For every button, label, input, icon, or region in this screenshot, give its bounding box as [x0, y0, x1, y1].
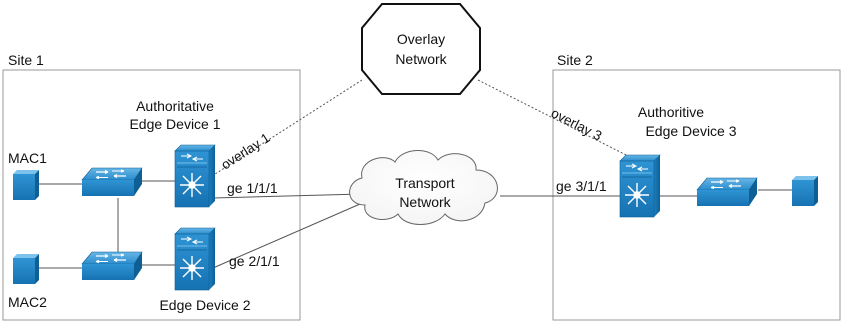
host-icon	[13, 170, 39, 200]
switch-icon	[696, 177, 758, 207]
mac1-label: MAC1	[8, 150, 47, 166]
router-icon	[619, 154, 661, 218]
link-ge111	[212, 193, 363, 199]
link-ge211	[212, 203, 361, 269]
host-icon	[13, 254, 39, 284]
edge-device-1-label-2: Edge Device 1	[129, 116, 220, 132]
overlay-3-link	[477, 79, 637, 161]
octagon-icon	[361, 3, 481, 95]
mac2-label: MAC2	[8, 294, 47, 310]
cloud-icon	[349, 150, 498, 225]
switch-icon	[81, 167, 143, 197]
ge-2-1-1-label: ge 2/1/1	[229, 253, 280, 269]
router-icon	[174, 144, 216, 208]
overlay-network-label-2: Network	[395, 51, 447, 67]
edge-device-3-label-2: Edge Device 3	[645, 123, 736, 139]
edge-device-2-label: Edge Device 2	[159, 297, 250, 313]
overlay-1-link	[211, 79, 363, 177]
ge-1-1-1-label: ge 1/1/1	[227, 180, 278, 196]
host-icon	[792, 176, 818, 206]
transport-network-label-1: Transport	[395, 175, 455, 191]
site-1-box	[2, 69, 301, 321]
switch-icon	[81, 251, 143, 281]
overlay-network-label-1: Overlay	[397, 31, 445, 47]
edge-device-3-label-1: Authoritive	[638, 104, 704, 120]
site-2-label: Site 2	[557, 52, 593, 68]
transport-network-label-2: Network	[399, 194, 451, 210]
router-icon	[174, 227, 216, 291]
site-1-label: Site 1	[8, 52, 44, 68]
edge-device-1-label-1: Authoritative	[136, 98, 214, 114]
ge-3-1-1-label: ge 3/1/1	[556, 178, 607, 194]
